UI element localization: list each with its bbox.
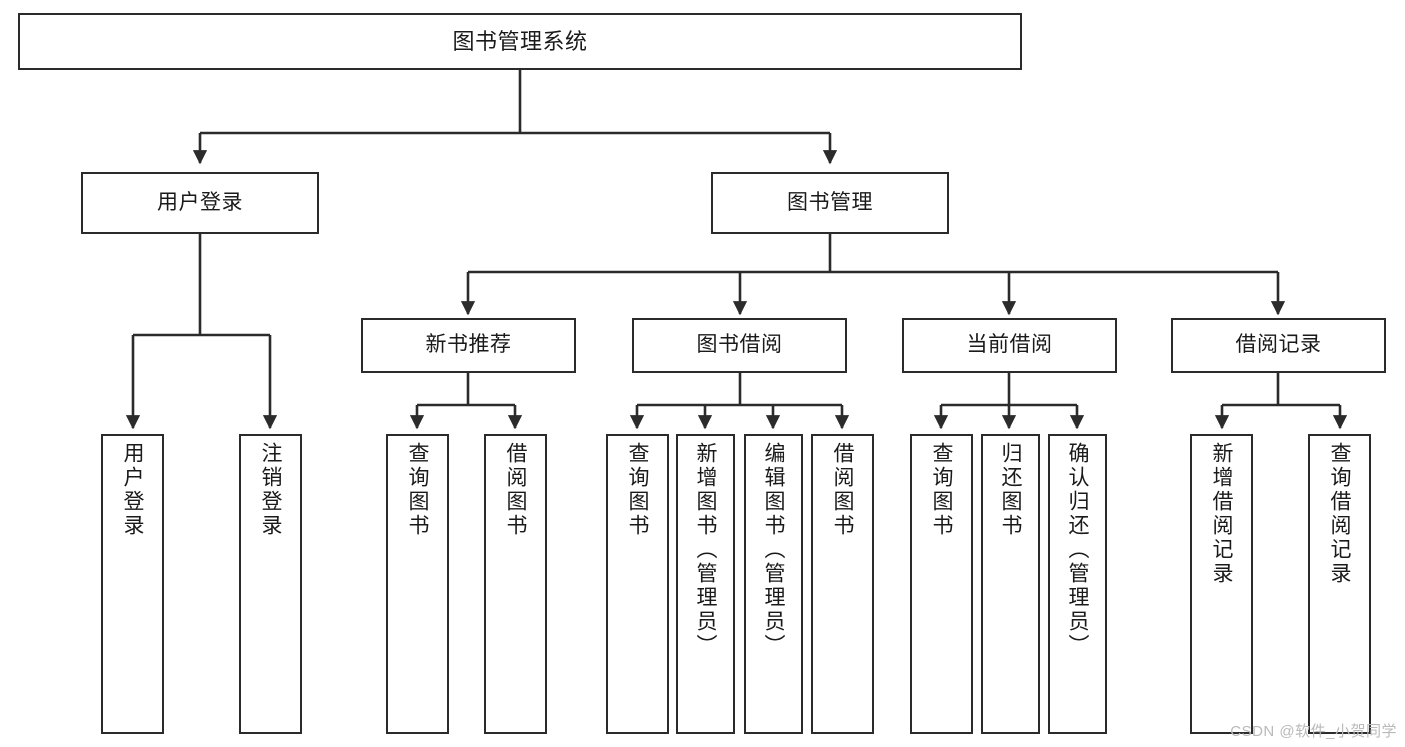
node-label: 图书借阅 <box>696 333 783 357</box>
node-label: 新增借阅记录 <box>1210 442 1233 586</box>
node-label: 借阅图书 <box>831 442 854 538</box>
node-label: 当前借阅 <box>966 333 1053 357</box>
node-label: 注销登录 <box>259 442 282 538</box>
node-root-system[interactable]: 图书管理系统 <box>18 13 1022 70</box>
leaf-current-confirm-return-admin[interactable]: 确认归还（管理员） <box>1048 434 1107 734</box>
node-book-borrow[interactable]: 图书借阅 <box>632 318 847 373</box>
node-label: 查询图书 <box>930 442 953 538</box>
node-new-book-recommend[interactable]: 新书推荐 <box>361 318 576 373</box>
leaf-recommend-borrow-book[interactable]: 借阅图书 <box>484 434 547 734</box>
node-label: 用户登录 <box>121 442 144 538</box>
leaf-user-login-logout[interactable]: 注销登录 <box>239 434 302 734</box>
node-label: 查询图书 <box>626 442 649 538</box>
node-label: 新增图书（管理员） <box>694 442 717 658</box>
leaf-borrow-query-book[interactable]: 查询图书 <box>606 434 669 734</box>
node-borrow-record[interactable]: 借阅记录 <box>1171 318 1386 373</box>
leaf-borrow-edit-book-admin[interactable]: 编辑图书（管理员） <box>744 434 803 734</box>
leaf-borrow-borrow-book[interactable]: 借阅图书 <box>811 434 874 734</box>
node-label: 借阅记录 <box>1235 333 1322 357</box>
node-current-borrow[interactable]: 当前借阅 <box>902 318 1117 373</box>
node-label: 查询图书 <box>406 442 429 538</box>
node-label: 借阅图书 <box>504 442 527 538</box>
node-label: 查询借阅记录 <box>1328 442 1351 586</box>
node-label: 图书管理 <box>787 190 873 214</box>
node-label: 确认归还（管理员） <box>1066 442 1089 658</box>
leaf-recommend-query-book[interactable]: 查询图书 <box>386 434 449 734</box>
node-label: 归还图书 <box>999 442 1022 538</box>
leaf-record-query-record[interactable]: 查询借阅记录 <box>1308 434 1371 734</box>
node-label: 编辑图书（管理员） <box>762 442 785 658</box>
leaf-borrow-add-book-admin[interactable]: 新增图书（管理员） <box>676 434 735 734</box>
node-book-management[interactable]: 图书管理 <box>711 172 949 234</box>
leaf-user-login-login[interactable]: 用户登录 <box>101 434 164 734</box>
node-label: 新书推荐 <box>425 333 512 357</box>
leaf-record-add-record[interactable]: 新增借阅记录 <box>1190 434 1253 734</box>
node-user-login[interactable]: 用户登录 <box>81 172 319 234</box>
leaf-current-return-book[interactable]: 归还图书 <box>981 434 1040 734</box>
node-label: 用户登录 <box>157 190 243 214</box>
leaf-current-query-book[interactable]: 查询图书 <box>910 434 973 734</box>
node-label: 图书管理系统 <box>452 28 588 54</box>
watermark: CSDN @软件_小贺同学 <box>1230 723 1397 740</box>
